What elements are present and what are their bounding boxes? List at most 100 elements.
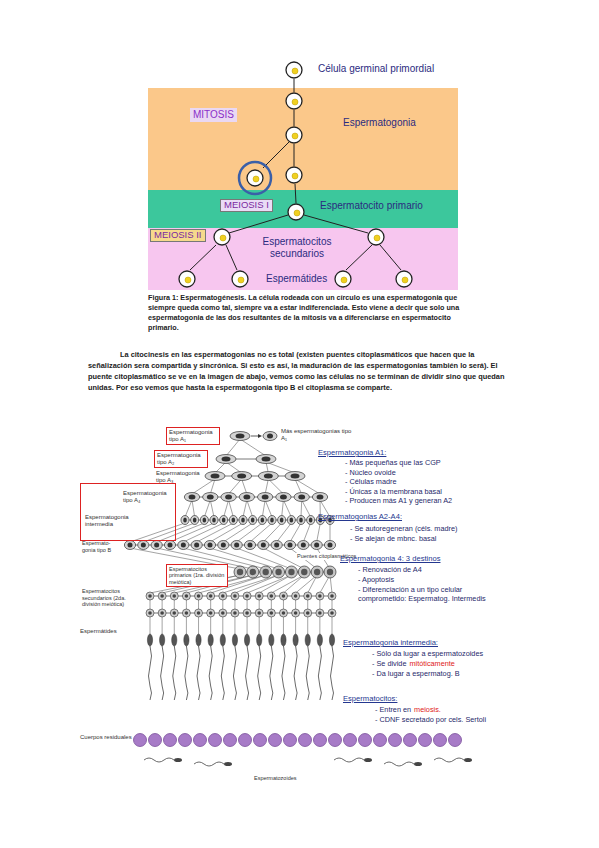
residual-body: [344, 734, 357, 747]
small-cell: [267, 592, 275, 600]
division-line: [332, 617, 333, 634]
residual-body: [419, 734, 432, 747]
cell-nucleus: [299, 518, 303, 523]
division-line: [237, 523, 263, 542]
residual-body: [389, 734, 402, 747]
primary-spermatocyte: [247, 566, 259, 578]
cell-nucleus: [298, 495, 305, 500]
spermatid-tail: [306, 646, 309, 700]
cell-nucleus: [207, 543, 212, 548]
division-line: [143, 523, 194, 542]
primary-spermatocyte: [273, 566, 285, 578]
stage-label-box: MEIOSIS I: [220, 199, 273, 212]
meiosis-band-fill: [148, 190, 458, 228]
small-cell: [170, 592, 178, 600]
division-line: [240, 439, 266, 456]
arrow-head: [258, 434, 262, 438]
cell-nucleus: [241, 518, 245, 523]
cell-nucleus: [167, 543, 172, 548]
germ-cell: [335, 271, 351, 287]
residual-body: [224, 734, 237, 747]
cell-nucleus: [185, 594, 189, 598]
cell-nucleus: [282, 594, 286, 598]
small-cell: [231, 609, 239, 617]
division-line: [198, 599, 199, 610]
spermatid-tail: [185, 646, 188, 700]
cell-nucleus: [222, 457, 231, 462]
cell-nucleus: [197, 594, 201, 598]
division-line: [283, 599, 284, 610]
cell-nucleus: [327, 569, 333, 575]
cell-nucleus: [237, 474, 246, 479]
node-text: MITOSIS: [193, 109, 234, 121]
cell-nucleus: [301, 569, 307, 575]
sperm-tail: [334, 758, 364, 762]
spermatogonium: [220, 516, 228, 525]
division-line: [210, 500, 214, 517]
cell-nucleus: [267, 434, 273, 439]
residual-body: [449, 734, 462, 747]
cell-nucleus: [207, 495, 214, 500]
cell-nucleus: [402, 277, 408, 283]
small-cell: [316, 592, 324, 600]
mitosis-band: EspermatogoniaMITOSIS: [148, 88, 458, 190]
note-bullet: - Células madre: [345, 478, 397, 487]
cell-nucleus: [209, 594, 213, 598]
spermatogonium: [184, 493, 199, 502]
cell-nucleus: [220, 235, 226, 241]
small-cell: [304, 609, 312, 617]
note-heading: Espermatogonia intermedia:: [343, 638, 438, 647]
highlight-word: meiosis.: [414, 706, 441, 715]
small-cell: [304, 592, 312, 600]
division-line: [295, 599, 296, 610]
division-line: [186, 617, 187, 634]
primary-spermatocyte: [234, 566, 246, 578]
spermatid-tail: [282, 646, 285, 700]
division-line: [198, 617, 199, 634]
residual-body: [164, 734, 177, 747]
spermatogonium: [287, 516, 295, 525]
cell-nucleus: [160, 594, 164, 598]
spermatid-head: [147, 634, 152, 646]
cell-nucleus: [262, 457, 271, 462]
spermatogonium: [258, 541, 269, 550]
division-line: [222, 599, 223, 610]
cell-nucleus: [294, 594, 298, 598]
cell-nucleus: [314, 543, 319, 548]
spermatogonium: [258, 516, 266, 525]
spermatid-head: [293, 634, 298, 646]
stage-label-box: MEIOSIS II: [150, 229, 206, 242]
small-cell: [243, 592, 251, 600]
text-label: Espermatocitos secundarios: [252, 236, 342, 260]
spermatogonium: [205, 472, 225, 481]
division-line: [295, 617, 296, 634]
residual-body: [314, 734, 327, 747]
division-line: [319, 599, 320, 610]
cell-nucleus: [261, 518, 265, 523]
division-line: [174, 599, 175, 610]
spermatogonium: [232, 472, 252, 481]
spermatid-tail: [233, 646, 236, 700]
spermatogonium: [278, 516, 286, 525]
cell-nucleus: [245, 611, 249, 615]
spermatogonium: [124, 541, 135, 550]
small-cell: [255, 592, 263, 600]
spermatid-head: [172, 634, 177, 646]
division-line: [268, 479, 283, 494]
small-cell: [219, 592, 227, 600]
cell-nucleus: [154, 543, 159, 548]
small-cell: [195, 592, 203, 600]
small-cell: [170, 609, 178, 617]
residual-body: [239, 734, 252, 747]
note-bullet: - Diferenciación a un tipo celular compr…: [358, 586, 496, 604]
small-cell: [292, 592, 300, 600]
cell-nucleus: [181, 543, 186, 548]
spermatogonium: [239, 493, 254, 502]
small-cell: [267, 609, 275, 617]
note-bullet: - Más pequeñas que las CGP: [345, 459, 441, 468]
cell-nucleus: [189, 495, 196, 500]
spermatid-head: [257, 634, 262, 646]
text-label: Cuerpos residuales: [80, 734, 132, 741]
